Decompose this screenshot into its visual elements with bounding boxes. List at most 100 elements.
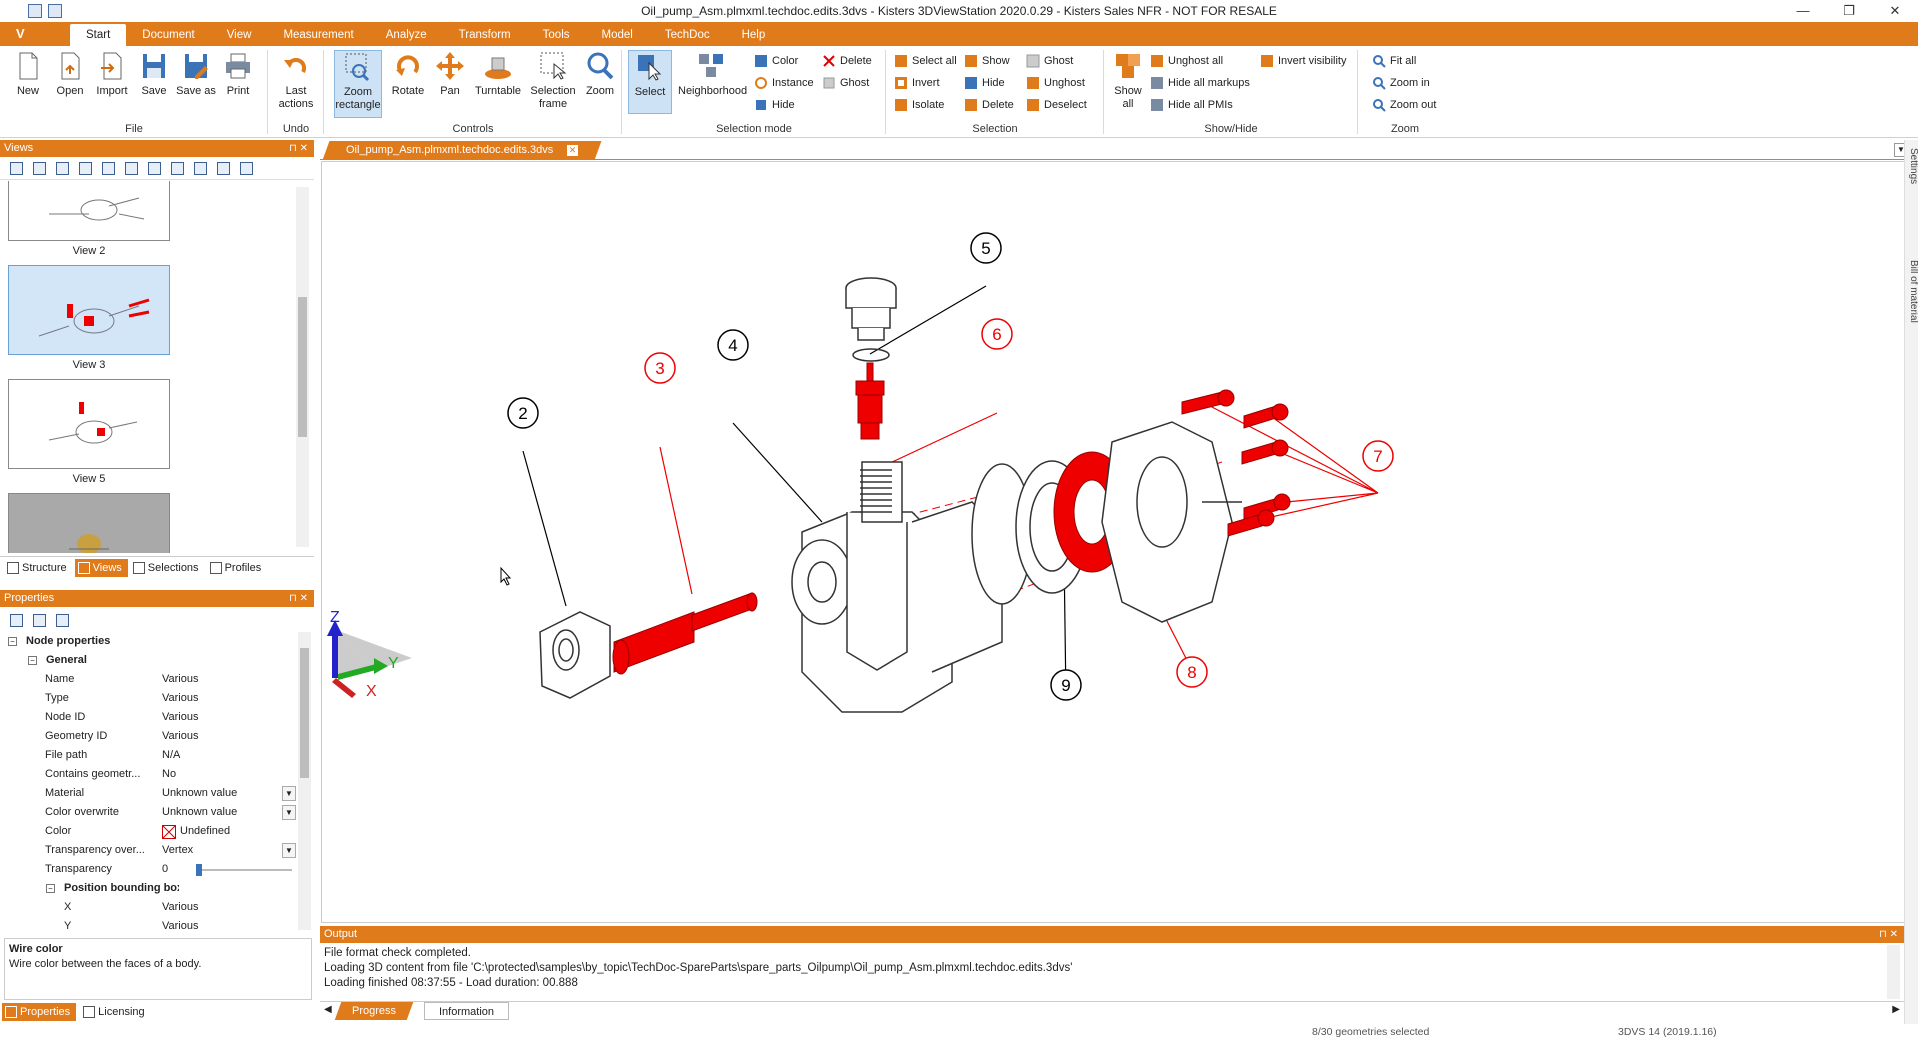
part-spring[interactable] (860, 469, 892, 513)
callout-7[interactable]: 7 (1362, 440, 1394, 472)
node-properties-section[interactable]: −Node properties (0, 632, 296, 651)
close-button[interactable]: ✕ (1889, 3, 1901, 18)
tab-views[interactable]: Views (74, 559, 128, 577)
zoom-button[interactable]: Zoom (580, 50, 620, 98)
tab-techdoc[interactable]: TechDoc (664, 29, 710, 41)
open-button[interactable]: Open (50, 50, 90, 98)
instance-mode-button[interactable]: Instance (754, 74, 814, 92)
unghost-all-button[interactable]: Unghost all (1150, 52, 1223, 70)
turntable-button[interactable]: Turntable (472, 50, 524, 98)
close-tab-icon[interactable]: ✕ (567, 145, 579, 156)
tab-help[interactable]: Help (741, 29, 766, 41)
output-scrollbar[interactable] (1887, 945, 1900, 999)
delete-mode-button[interactable]: Delete (822, 52, 872, 70)
zoom-out-button[interactable]: Zoom out (1372, 96, 1436, 114)
chevron-down-icon[interactable]: ▼ (282, 786, 296, 801)
chevron-down-icon[interactable]: ▼ (282, 843, 296, 858)
zoom-rectangle-button[interactable]: Zoom rectangle (334, 50, 382, 118)
tab-transform[interactable]: Transform (458, 29, 511, 41)
refresh-view-icon[interactable] (194, 162, 207, 175)
callout-9[interactable]: 9 (1050, 669, 1082, 701)
save-quick-icon[interactable] (28, 4, 42, 18)
pan-button[interactable]: Pan (430, 50, 470, 98)
hide-all-pmis-button[interactable]: Hide all PMIs (1150, 96, 1233, 114)
tab-view[interactable]: View (226, 29, 252, 41)
views-scrollbar[interactable] (296, 187, 309, 547)
next-view-icon[interactable] (148, 162, 161, 175)
last-actions-button[interactable]: Last actions (276, 50, 316, 111)
properties-pane-pin-close[interactable]: ⊓ ✕ (289, 593, 308, 604)
add-view-icon[interactable] (33, 162, 46, 175)
scroll-left-icon[interactable]: ◀ (324, 1004, 332, 1015)
tab-measurement[interactable]: Measurement (283, 29, 354, 41)
output-pane-pin-close[interactable]: ⊓ ✕ (1879, 929, 1898, 940)
maximize-button[interactable]: ❐ (1843, 3, 1855, 18)
tab-licensing[interactable]: Licensing (80, 1003, 150, 1021)
part-pump-body[interactable] (791, 461, 1003, 713)
print-button[interactable]: Print (218, 50, 258, 98)
new-button[interactable]: New (8, 50, 48, 98)
view-thumbnail-view-3[interactable] (8, 265, 170, 355)
export-view-icon[interactable] (217, 162, 230, 175)
transparency-slider-track[interactable] (196, 869, 292, 871)
update-view-icon[interactable] (56, 162, 69, 175)
callout-4[interactable]: 4 (717, 329, 749, 361)
rotate-button[interactable]: Rotate (388, 50, 428, 98)
part-bolts[interactable] (1181, 389, 1291, 537)
part-o-ring[interactable] (852, 348, 890, 362)
tab-selections[interactable]: Selections (130, 559, 205, 577)
part-flange[interactable] (539, 611, 611, 699)
fit-view-icon[interactable] (171, 162, 184, 175)
part-plug[interactable] (845, 277, 897, 341)
collapse-icon[interactable]: − (46, 884, 55, 893)
tab-profiles[interactable]: Profiles (207, 559, 268, 577)
part-cover-plate[interactable] (1101, 421, 1242, 623)
filter-icon[interactable] (56, 613, 69, 627)
callout-6[interactable]: 6 (981, 318, 1013, 350)
app-menu-button[interactable]: V (16, 26, 25, 41)
minimize-button[interactable]: — (1796, 3, 1810, 18)
ghost-mode-button[interactable]: Ghost (822, 74, 869, 92)
hide-button[interactable]: Hide (964, 74, 1005, 92)
select-all-button[interactable]: Select all (894, 52, 957, 70)
general-section[interactable]: −General (20, 651, 314, 670)
axis-triad[interactable]: Z Y X (327, 609, 412, 700)
tab-start[interactable]: Start (70, 24, 127, 46)
settings-side-tab[interactable]: Settings (1908, 148, 1918, 185)
alphabetical-icon[interactable] (33, 613, 46, 627)
view-thumbnail-view-6[interactable] (8, 493, 170, 553)
hide-mode-button[interactable]: Hide (754, 96, 795, 114)
zoom-in-button[interactable]: Zoom in (1372, 74, 1430, 92)
save-button[interactable]: Save (134, 50, 174, 98)
invert-visibility-button[interactable]: Invert visibility (1260, 52, 1346, 70)
ghost-button[interactable]: Ghost (1026, 52, 1073, 70)
position-bbox-section[interactable]: −Position bounding box center (0, 879, 296, 898)
property-row[interactable]: Contains geometr...No (45, 768, 177, 780)
stop-view-icon[interactable] (125, 162, 138, 175)
transparency-slider-handle[interactable] (196, 864, 202, 876)
transparency-override-row[interactable]: Transparency over...Vertex▼ (0, 841, 296, 860)
chevron-down-icon[interactable]: ▼ (282, 805, 296, 820)
color-mode-button[interactable]: Color (754, 52, 798, 70)
part-shaft[interactable] (612, 592, 758, 675)
callout-3[interactable]: 3 (644, 352, 676, 384)
settings-view-icon[interactable] (240, 162, 253, 175)
3d-viewport[interactable]: 2 3 4 5 6 7 8 9 Z Y X (321, 161, 1907, 923)
view-thumbnail-view-2[interactable] (8, 181, 170, 241)
show-button[interactable]: Show (964, 52, 1010, 70)
save-as-button[interactable]: Save as (176, 50, 216, 98)
properties-scrollbar[interactable] (298, 632, 311, 930)
scroll-right-icon[interactable]: ▶ (1892, 1004, 1900, 1015)
invert-selection-button[interactable]: Invert (894, 74, 940, 92)
tab-model[interactable]: Model (601, 29, 633, 41)
edit-quick-icon[interactable] (48, 4, 62, 18)
tab-document[interactable]: Document (142, 29, 195, 41)
